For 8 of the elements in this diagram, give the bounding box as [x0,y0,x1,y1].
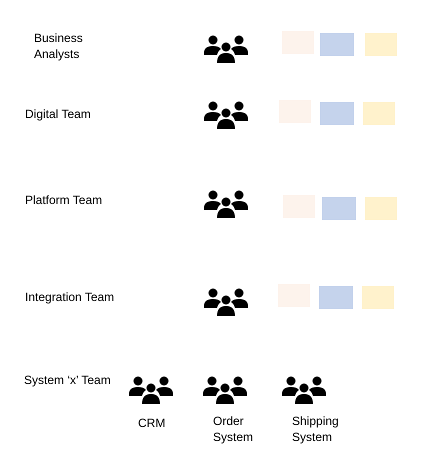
team-name: System ‘x’ Team [24,372,112,388]
system-name: CRM [138,415,166,431]
system-name: Order System [213,413,254,445]
team-name: Digital Team [25,106,92,122]
system-name: Shipping System [292,413,340,445]
team-name: Integration Team [25,289,116,305]
team-name: Platform Team [25,192,104,208]
team-name: Business Analysts [34,30,84,62]
